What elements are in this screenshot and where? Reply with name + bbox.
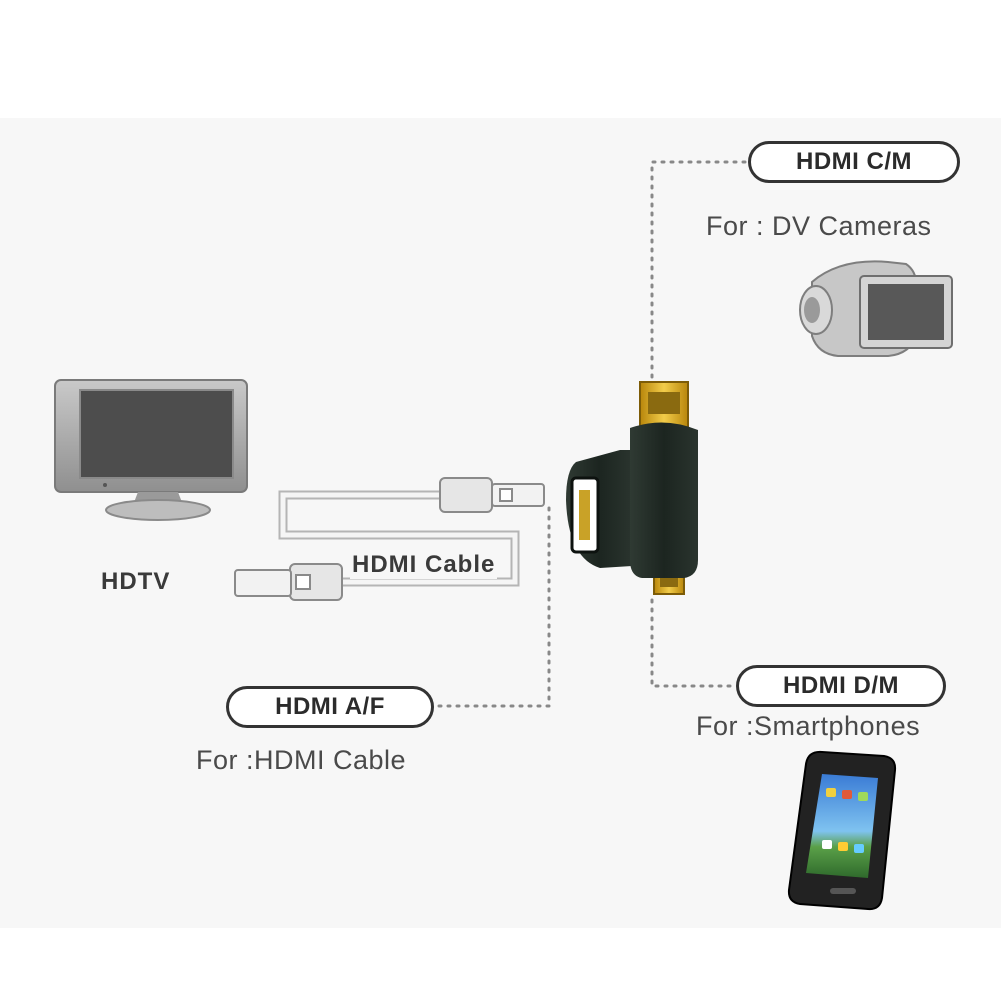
hdmi-dm-caption: For :Smartphones bbox=[696, 711, 921, 741]
hdtv-label: HDTV bbox=[101, 568, 171, 595]
hdmi-cm-pill: HDMI C/M bbox=[748, 141, 960, 183]
hdmi-cm-caption: For : DV Cameras bbox=[706, 211, 932, 241]
hdmi-dm-pill: HDMI D/M bbox=[736, 665, 946, 707]
hdmi-af-pill: HDMI A/F bbox=[226, 686, 434, 728]
dv-camera-icon bbox=[799, 260, 953, 357]
hdmi-cable-icon bbox=[234, 477, 545, 601]
connector-lines bbox=[432, 160, 750, 708]
hdtv-icon bbox=[54, 379, 248, 521]
line-to-smartphone bbox=[650, 598, 738, 688]
hdmi-adapter-icon bbox=[566, 381, 698, 595]
line-to-cable bbox=[432, 506, 551, 708]
smartphone-icon bbox=[787, 750, 897, 911]
line-to-camera bbox=[650, 160, 750, 388]
hdmi-cable-label: HDMI Cable bbox=[350, 551, 498, 579]
hdmi-af-caption: For :HDMI Cable bbox=[196, 745, 407, 775]
